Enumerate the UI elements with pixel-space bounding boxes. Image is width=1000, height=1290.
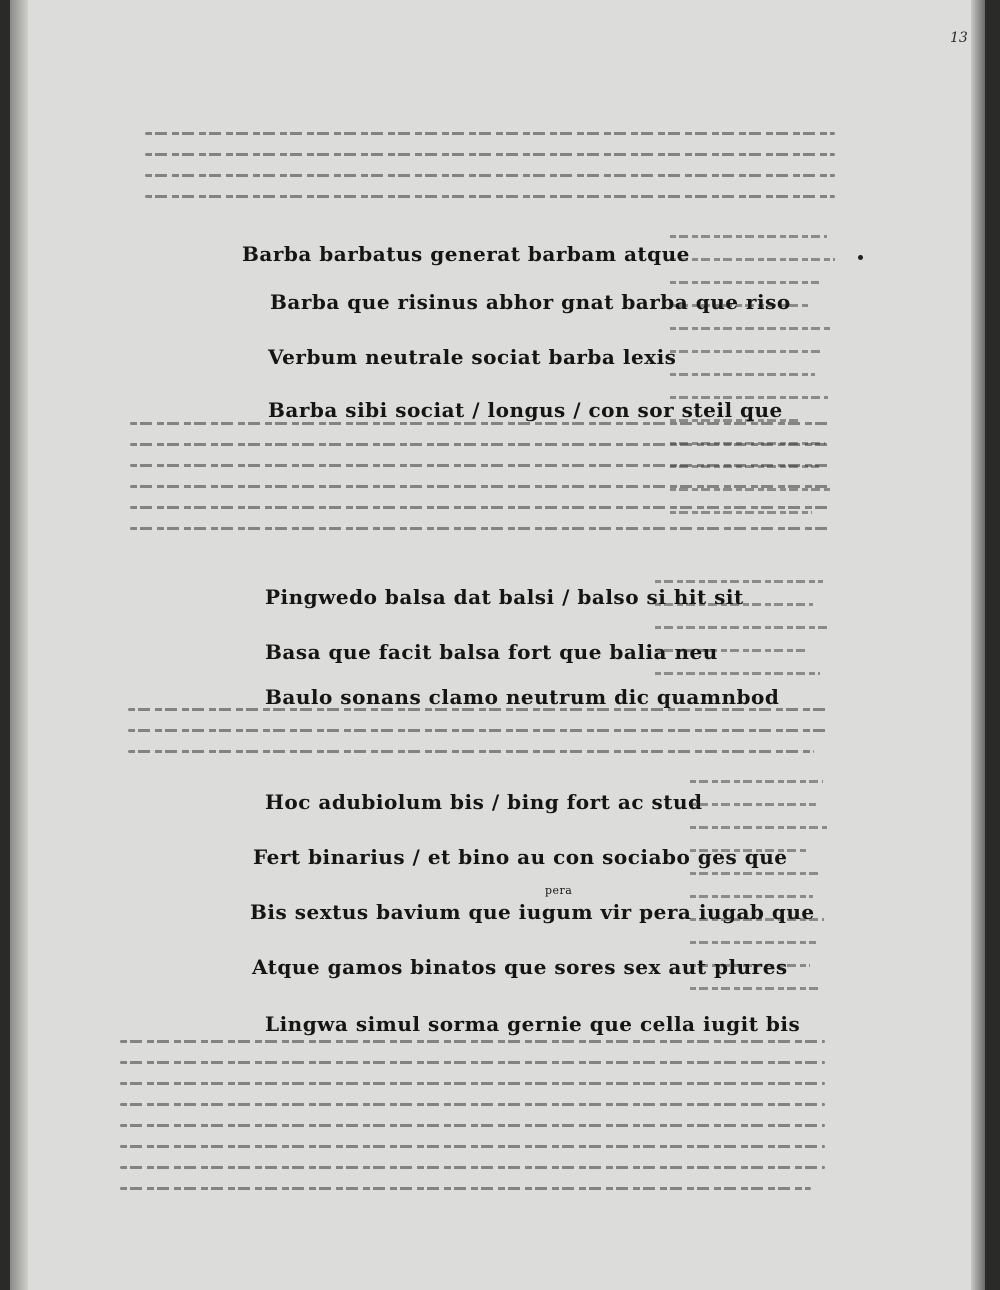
verse-line: Bis sextus bavium que iugum vir pera iug… xyxy=(250,900,815,924)
verse-line: Pingwedo balsa dat balsi / balso si hit … xyxy=(265,585,744,609)
ink-dot xyxy=(858,255,863,260)
margin-gloss-3 xyxy=(690,780,830,1030)
verse-line: Barba barbatus generat barbam atque xyxy=(242,242,690,266)
verse-line: Barba sibi sociat / longus / con sor ste… xyxy=(268,398,783,422)
gloss-middle-2 xyxy=(128,708,828,768)
verse-line: Barba que risinus abhor gnat barba que r… xyxy=(270,290,791,314)
gloss-bottom xyxy=(120,1040,825,1210)
page-right-edge xyxy=(971,0,985,1290)
verse-line: Hoc adubiolum bis / bing fort ac stud xyxy=(265,790,703,814)
verse-line: Lingwa simul sorma gernie que cella iugi… xyxy=(265,1012,801,1036)
page-left-edge xyxy=(10,0,28,1290)
margin-gloss-2 xyxy=(655,580,830,700)
verse-line: Fert binarius / et bino au con sociabo g… xyxy=(253,845,788,869)
verse-line: Basa que facit balsa fort que balia neu xyxy=(265,640,718,664)
verse-line: Baulo sonans clamo neutrum dic quamnbod xyxy=(265,685,780,709)
gloss-middle-1 xyxy=(130,422,830,562)
gloss-top xyxy=(145,132,835,222)
manuscript-page: 13 xyxy=(10,0,985,1290)
verse-line: Verbum neutrale sociat barba lexis xyxy=(268,345,677,369)
verse-superscript: pera xyxy=(545,884,573,897)
verse-line: Atque gamos binatos que sores sex aut pl… xyxy=(252,955,788,979)
folio-number: 13 xyxy=(950,30,968,46)
